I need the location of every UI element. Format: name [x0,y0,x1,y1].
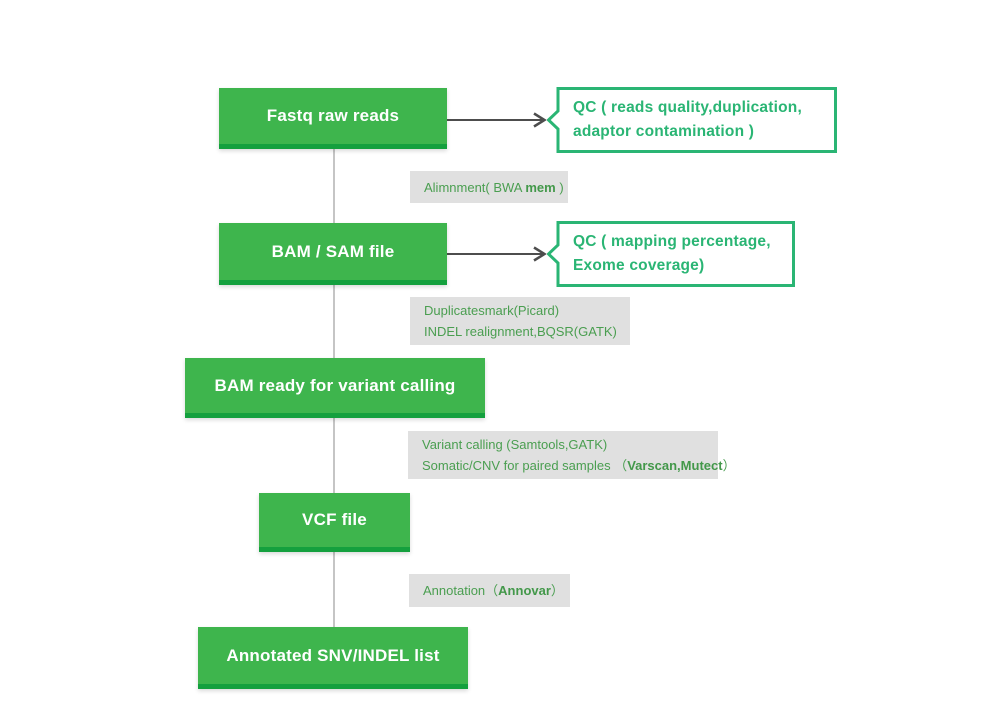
flow-box-label: VCF file [302,510,367,529]
arrowhead-fastq-to-qc [533,112,547,128]
step-label-annotation: Annotation（Annovar） [409,574,570,607]
qc-line: adaptor contamination ) [573,123,755,140]
qc-box-reads-quality: QC ( reads quality,duplication, adaptor … [547,87,837,153]
step-line: Duplicatesmark(Picard) [424,303,560,318]
flow-box-label: BAM ready for variant calling [214,375,456,395]
step-line: Variant calling (Samtools,GATK) [422,437,608,452]
flow-box-bam-sam-file: BAM / SAM file [219,223,447,285]
flow-box-label: Annotated SNV/INDEL list [226,645,440,665]
step-line: Annotation（Annovar） [423,583,564,598]
step-line: Somatic/CNV for paired samples （Varscan,… [422,458,736,473]
qc-box-text: QC ( reads quality,duplication, adaptor … [573,87,831,153]
flow-box-fastq-raw-reads: Fastq raw reads [219,88,447,149]
step-label-variant-calling: Variant calling (Samtools,GATK) Somatic/… [408,431,736,479]
flow-box-annotated-list: Annotated SNV/INDEL list [198,627,468,689]
flow-box-label: Fastq raw reads [266,106,400,125]
flow-box-bam-ready: BAM ready for variant calling [185,358,485,418]
arrowhead-bam-to-qc [533,246,547,262]
step-label-alignment: Alimnment( BWA mem ) [410,171,568,203]
flow-box-label: BAM / SAM file [271,241,395,261]
qc-line: QC ( mapping percentage, [573,233,771,250]
qc-box-notched-outline [547,87,837,153]
qc-line: Exome coverage) [573,257,705,274]
flow-box-vcf-file: VCF file [259,493,410,552]
qc-box-notched-outline [547,221,795,287]
qc-box-text: QC ( mapping percentage, Exome coverage) [573,221,789,287]
step-line: INDEL realignment,BQSR(GATK) [424,324,617,339]
qc-line: QC ( reads quality,duplication, [573,99,802,116]
step-line: Alimnment( BWA mem ) [424,179,564,195]
qc-box-mapping-coverage: QC ( mapping percentage, Exome coverage) [547,221,795,287]
step-label-dedup-realignment: Duplicatesmark(Picard) INDEL realignment… [410,297,630,345]
